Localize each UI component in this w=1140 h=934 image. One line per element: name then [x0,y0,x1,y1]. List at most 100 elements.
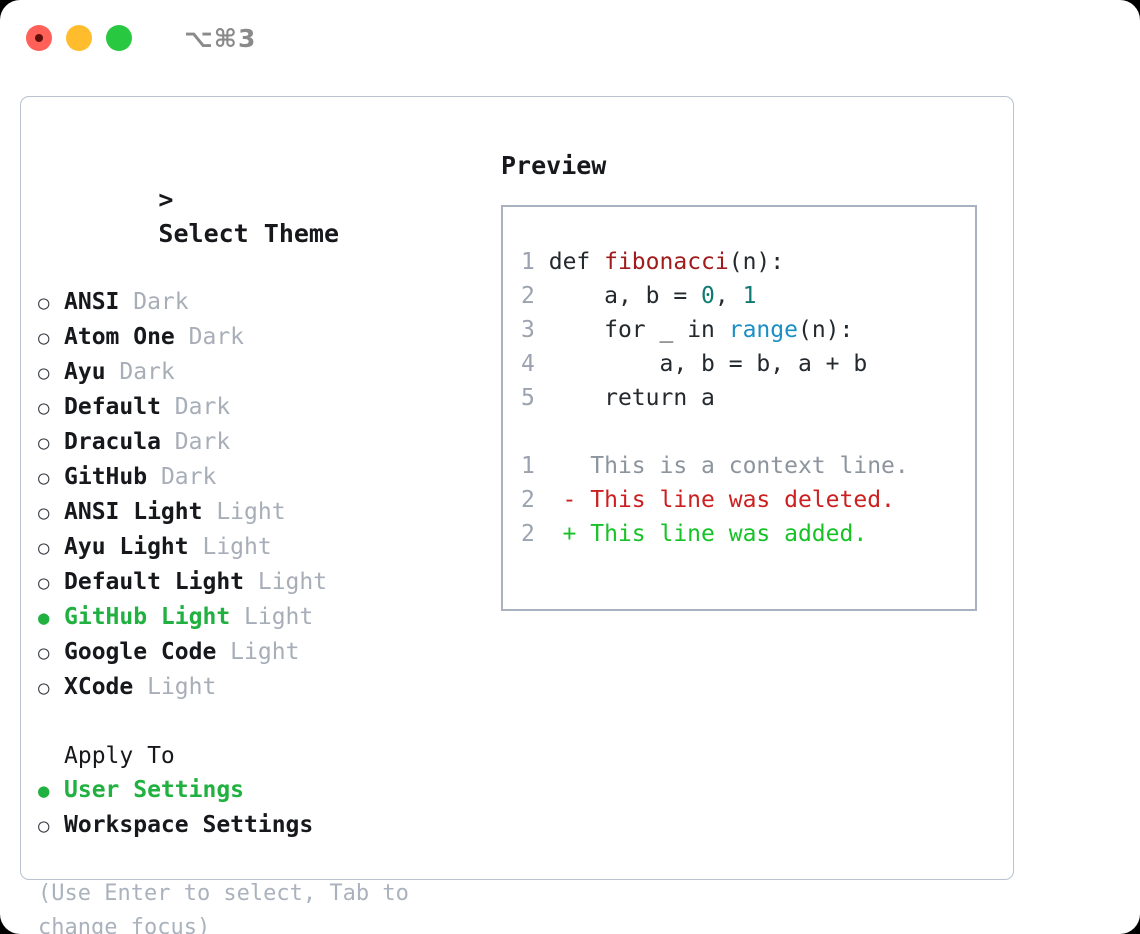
radio-unselected-icon: ○ [38,397,50,419]
theme-option-name: GitHub Light [64,604,231,630]
code-line-number: 5 [521,385,535,411]
code-token-plain: , [714,283,743,309]
theme-option-ayu-light[interactable]: ○ Ayu Light Light [38,530,488,565]
keyboard-shortcut-label: ⌥⌘3 [184,23,257,53]
theme-selector-dialog: > Select Theme ○ANSI Dark○Atom One Dark○… [20,96,1014,934]
theme-option-name: Google Code [64,639,217,665]
theme-option-default[interactable]: ○ Default Dark [38,390,488,425]
theme-option-xcode[interactable]: ○ XCode Light [38,670,488,705]
radio-selected-icon: ● [38,780,50,802]
code-token-num: 1 [742,283,757,309]
diff-line-content-add: + This line was added. [534,521,868,547]
code-token-plain: return a [548,385,715,411]
code-token-plain: a, b = b, a + b [548,351,868,377]
title-bar: ⌥⌘3 [0,0,1140,76]
code-token-plain: (n): [728,249,785,275]
theme-option-name: ANSI [64,289,120,315]
diff-line-content-ctx: This is a context line. [534,453,909,479]
apply-to-option-user-settings[interactable]: ● User Settings [38,773,488,808]
apply-to-option-workspace-settings[interactable]: ○ Workspace Settings [38,808,488,843]
theme-option-name: Default [64,394,161,420]
theme-option-atom-one[interactable]: ○Atom One Dark [38,320,488,355]
theme-option-github[interactable]: ○ GitHub Dark [38,460,488,495]
radio-unselected-icon: ○ [38,292,50,314]
code-token-plain: for _ in [548,317,729,343]
code-token-call: range [728,317,798,343]
theme-option-name: Atom One [64,324,175,350]
preview-pane: Preview 1 def fibonacci(n):2 a, b = 0, 1… [501,149,1001,611]
radio-unselected-icon: ○ [38,815,50,837]
apply-to-heading: Apply To [64,743,175,769]
theme-option-variant: Dark [147,464,217,490]
apply-to-option-name: User Settings [64,777,245,803]
list-spacer [38,705,488,739]
code-token-plain: (n): [797,317,854,343]
theme-option-name: Ayu Light [64,534,189,560]
theme-option-github-light[interactable]: ● GitHub Light Light [38,600,488,635]
code-gutter-space [535,385,549,411]
radio-selected-icon: ● [38,607,50,629]
prompt-caret-icon: > [158,185,174,214]
preview-heading: Preview [501,151,607,180]
code-line-number: 2 [521,283,535,309]
apply-to-option-name: Workspace Settings [64,812,314,838]
theme-option-dracula[interactable]: ○Dracula Dark [38,425,488,460]
keyboard-hint-text: (Use Enter to select, Tab to change focu… [38,881,423,934]
radio-unselected-icon: ○ [38,642,50,664]
theme-option-variant: Dark [105,359,175,385]
theme-selection-pane: > Select Theme ○ANSI Dark○Atom One Dark○… [38,149,488,934]
theme-option-variant: Light [244,569,328,595]
theme-option-variant: Light [230,604,314,630]
close-window-button[interactable] [26,25,52,51]
apply-to-list: ● User Settings ○ Workspace Settings [38,773,488,843]
theme-option-variant: Light [202,499,286,525]
theme-option-name: XCode [64,674,134,700]
code-line-number: 1 [521,249,535,275]
theme-option-name: Default Light [64,569,245,595]
minimize-window-button[interactable] [66,25,92,51]
theme-list: ○ANSI Dark○Atom One Dark○Ayu Dark○Defaul… [38,285,488,705]
theme-option-variant: Dark [160,394,231,420]
theme-option-variant: Light [188,534,272,560]
code-token-fn: fibonacci [604,249,729,275]
theme-option-google-code[interactable]: ○ Google Code Light [38,635,488,670]
theme-option-name: ANSI Light [64,499,203,525]
code-token-plain: def [548,249,605,275]
radio-unselected-icon: ○ [38,537,50,559]
theme-option-name: Dracula [64,429,161,455]
radio-unselected-icon: ○ [38,362,50,384]
maximize-window-button[interactable] [106,25,132,51]
theme-option-variant: Light [216,639,300,665]
traffic-light-buttons [26,25,132,51]
code-line: 1 def fibonacci(n): [521,245,975,279]
theme-option-variant: Light [133,674,217,700]
theme-option-name: GitHub [64,464,148,490]
theme-option-ansi-light[interactable]: ○ ANSI Light Light [38,495,488,530]
theme-option-variant: Dark [119,289,189,315]
theme-option-default-light[interactable]: ○Default Light Light [38,565,488,600]
theme-option-name: Ayu [64,359,106,385]
diff-line-number: 2 [521,521,535,547]
code-line-number: 3 [521,317,535,343]
diff-sample: 1 This is a context line.2 - This line w… [521,449,975,551]
diff-line-number: 1 [521,453,535,479]
radio-unselected-icon: ○ [38,467,50,489]
code-line: 2 a, b = 0, 1 [521,279,975,313]
theme-option-ayu[interactable]: ○ Ayu Dark [38,355,488,390]
radio-unselected-icon: ○ [38,677,50,699]
diff-line: 1 This is a context line. [521,449,975,483]
select-theme-heading: > Select Theme [38,149,488,285]
code-line: 4 a, b = b, a + b [521,347,975,381]
radio-unselected-icon: ○ [38,502,50,524]
code-gutter-space [535,283,549,309]
diff-line: 2 + This line was added. [521,517,975,551]
theme-option-ansi[interactable]: ○ ANSI Dark [38,285,488,320]
code-token-plain: a, b = [548,283,702,309]
select-theme-label: Select Theme [158,219,340,248]
code-gutter-space [535,351,549,377]
theme-option-variant: Dark [174,324,245,350]
radio-unselected-icon: ○ [38,432,50,454]
code-line-number: 4 [521,351,535,377]
